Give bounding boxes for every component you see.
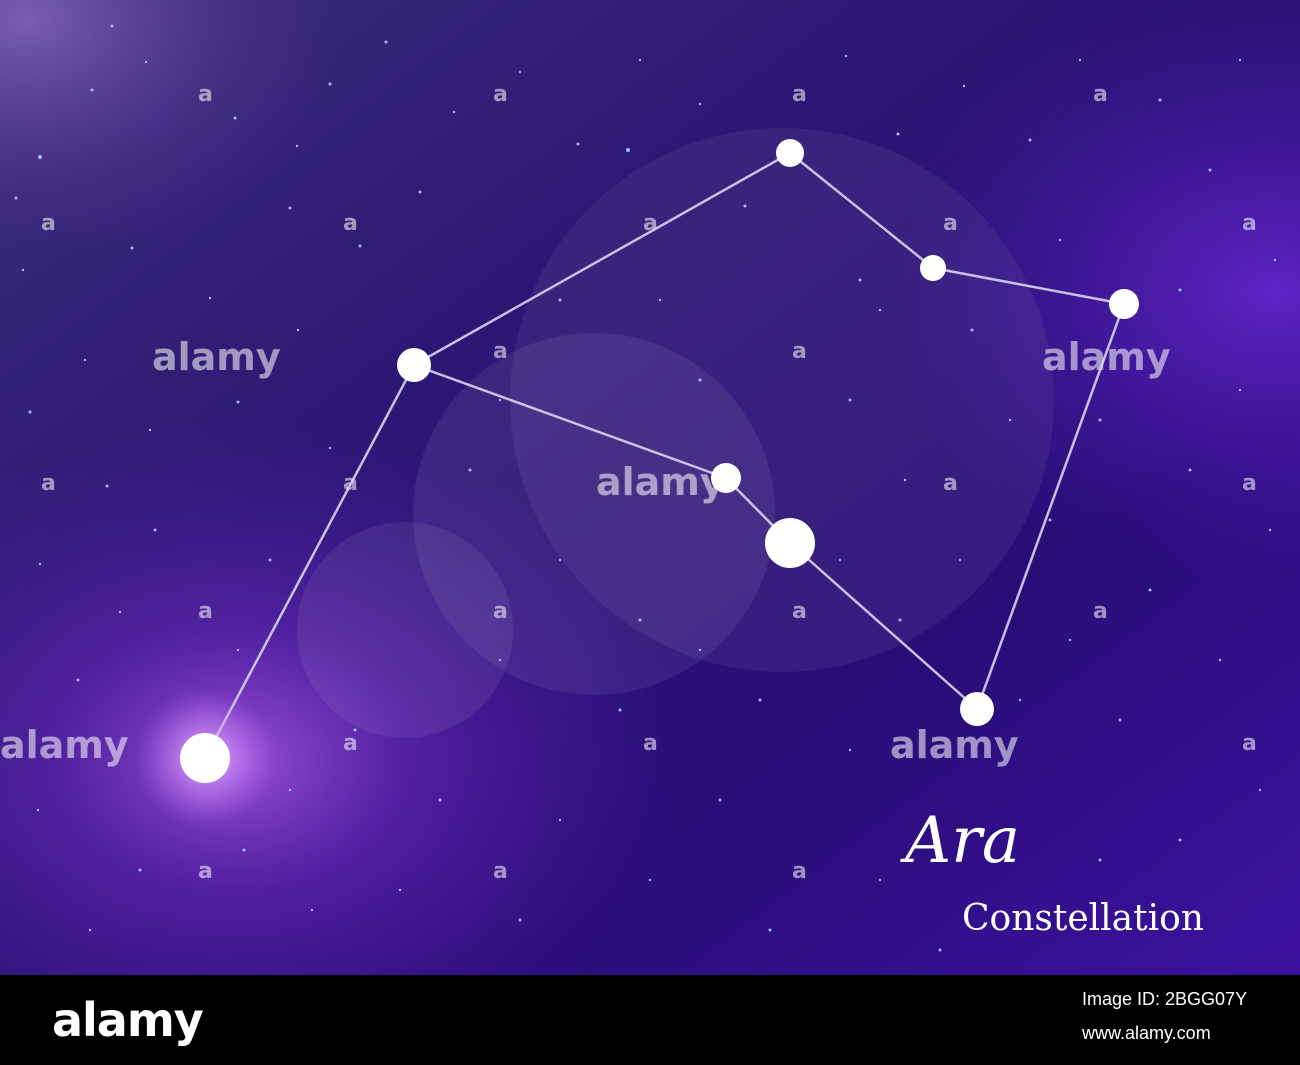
watermark-small: a (643, 731, 658, 756)
constellation-subtitle: Constellation (962, 898, 1204, 939)
site-url: www.alamy.com (1082, 1023, 1211, 1043)
watermark-small: a (493, 339, 508, 364)
star (765, 518, 815, 568)
watermark-small: a (198, 599, 213, 624)
watermark-small: a (198, 859, 213, 884)
watermark-small: a (1093, 599, 1108, 624)
watermark-small: a (1242, 471, 1257, 496)
alamy-logo: alamy (52, 993, 204, 1047)
watermark: a a a a a a a a a alamy alamy a a a a al… (0, 82, 1257, 884)
bokeh-circle-large (510, 128, 1054, 672)
constellation-title: Ara (900, 804, 1020, 878)
night-sky-illustration: a a a a a a a a a alamy alamy a a a a al… (0, 0, 1300, 975)
star (920, 255, 946, 281)
constellation-line (413, 151, 791, 367)
watermark-small: a (198, 82, 213, 107)
constellation-stars (180, 139, 1139, 783)
stock-footer-bar: alamy Image ID: 2BGG07Y www.alamy.com (0, 975, 1300, 1065)
star (397, 348, 431, 382)
watermark-small: a (792, 339, 807, 364)
watermark-small: a (792, 82, 807, 107)
watermark-small: a (343, 211, 358, 236)
watermark-small: a (493, 599, 508, 624)
bokeh-circle-medium (413, 333, 775, 695)
constellation-line (932, 266, 1125, 306)
watermark-text: alamy (152, 335, 281, 379)
star (1109, 289, 1139, 319)
watermark-small: a (1242, 211, 1257, 236)
star (711, 463, 741, 493)
watermark-text: alamy (596, 460, 725, 504)
star (776, 139, 804, 167)
bokeh-circle-small (297, 522, 513, 738)
constellation-line (975, 303, 1126, 710)
constellation-line (789, 152, 934, 269)
watermark-small: a (943, 211, 958, 236)
constellation-line (203, 364, 416, 759)
watermark-text: alamy (0, 723, 129, 767)
watermark-small: a (41, 471, 56, 496)
background-stars (14, 24, 1277, 952)
watermark-small: a (943, 471, 958, 496)
constellation-line (789, 542, 978, 710)
constellation-lines (203, 151, 1126, 759)
watermark-small: a (41, 211, 56, 236)
watermark-small: a (1093, 82, 1108, 107)
star (960, 692, 994, 726)
watermark-small: a (792, 599, 807, 624)
watermark-small: a (493, 82, 508, 107)
image-id-label: Image ID: 2BGG07Y (1082, 989, 1248, 1009)
watermark-text: alamy (890, 723, 1019, 767)
watermark-text: alamy (1042, 335, 1171, 379)
watermark-small: a (343, 731, 358, 756)
watermark-small: a (792, 859, 807, 884)
watermark-small: a (1242, 731, 1257, 756)
watermark-small: a (493, 859, 508, 884)
star (180, 733, 230, 783)
constellation-line (413, 363, 727, 480)
